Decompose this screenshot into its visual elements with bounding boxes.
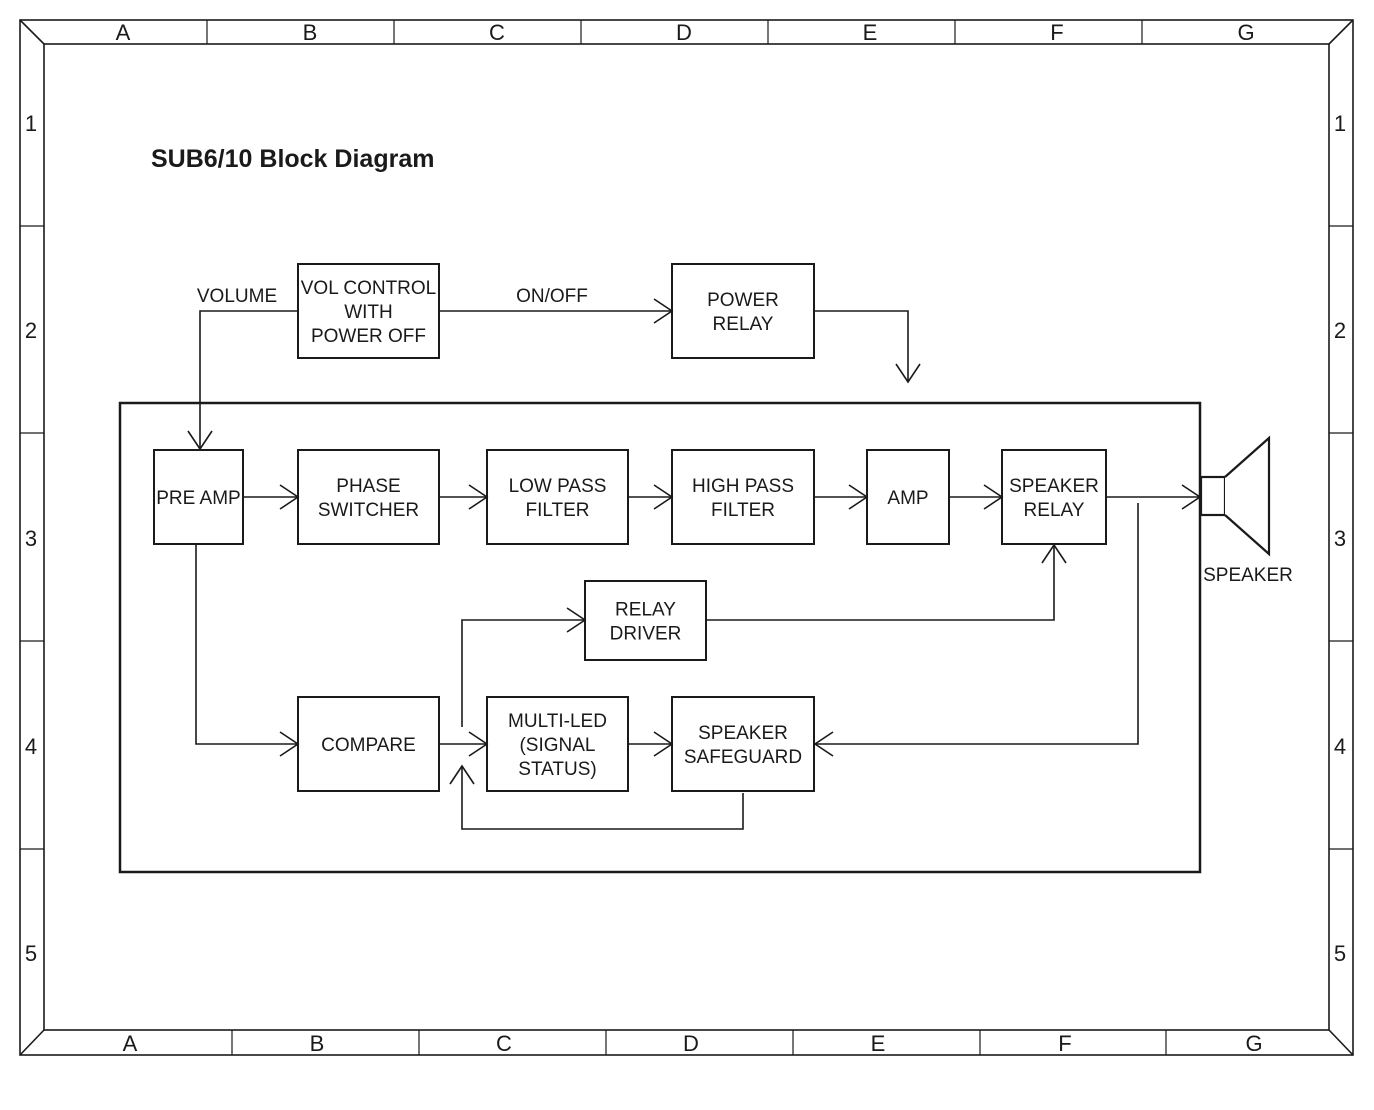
- block-label-line: SPEAKER: [1009, 476, 1099, 497]
- vol-control-block: VOL CONTROL WITH POWER OFF: [298, 264, 439, 358]
- block-label-line: RELAY: [713, 314, 774, 335]
- grid-column-label-top: F: [1050, 20, 1063, 45]
- block-outline: [672, 264, 814, 358]
- block-label-line: POWER OFF: [311, 326, 426, 347]
- speaker-relay-block: SPEAKER RELAY: [1002, 450, 1106, 544]
- block-outline: [672, 697, 814, 791]
- grid-row-label-left: 5: [25, 941, 37, 966]
- pre-amp-block: PRE AMP: [154, 450, 243, 544]
- block-outline: [672, 450, 814, 544]
- grid-row-label-left: 4: [25, 734, 37, 759]
- grid-row-label-left: 1: [25, 111, 37, 136]
- block-label-line: MULTI-LED: [508, 711, 607, 732]
- multi-led-block: MULTI-LED (SIGNAL STATUS): [487, 697, 628, 791]
- block-outline: [1002, 450, 1106, 544]
- block-label-line: STATUS): [518, 759, 596, 780]
- block-label-line: PHASE: [336, 476, 400, 497]
- block-label-line: SWITCHER: [318, 500, 419, 521]
- grid-row-label-right: 5: [1334, 941, 1346, 966]
- power-relay-block: POWER RELAY: [672, 264, 814, 358]
- grid-row-label-left: 2: [25, 318, 37, 343]
- block-label-line: LOW PASS: [509, 476, 607, 497]
- grid-column-label-top: B: [303, 20, 318, 45]
- label-on-off: ON/OFF: [516, 286, 588, 307]
- block-label-line: FILTER: [711, 500, 775, 521]
- grid-column-label-top: E: [863, 20, 878, 45]
- grid-column-label-bottom: G: [1245, 1031, 1262, 1056]
- grid-column-label-bottom: C: [496, 1031, 512, 1056]
- diagram-title: SUB6/10 Block Diagram: [151, 145, 434, 173]
- block-label-line: SAFEGUARD: [684, 747, 802, 768]
- grid-column-label-top: D: [676, 20, 692, 45]
- high-pass-filter-block: HIGH PASS FILTER: [672, 450, 814, 544]
- speaker-safeguard-block: SPEAKER SAFEGUARD: [672, 697, 814, 791]
- grid-row-label-right: 4: [1334, 734, 1346, 759]
- grid-column-label-bottom: D: [683, 1031, 699, 1056]
- block-label-line: DRIVER: [610, 624, 682, 645]
- block-label-line: RELAY: [1024, 500, 1085, 521]
- grid-row-label-right: 3: [1334, 526, 1346, 551]
- wire-power-relay-to-enclosure: [814, 311, 908, 382]
- grid-column-label-top: C: [489, 20, 505, 45]
- block-label-line: HIGH PASS: [692, 476, 794, 497]
- block-label-line: PRE AMP: [156, 488, 240, 509]
- grid-column-label-bottom: E: [871, 1031, 886, 1056]
- block-label-line: COMPARE: [321, 735, 416, 756]
- compare-block: COMPARE: [298, 697, 439, 791]
- block-label-line: RELAY: [615, 600, 676, 621]
- low-pass-filter-block: LOW PASS FILTER: [487, 450, 628, 544]
- grid-row-label-right: 2: [1334, 318, 1346, 343]
- block-label-line: POWER: [707, 290, 779, 311]
- grid-column-label-bottom: F: [1058, 1031, 1071, 1056]
- block-outline: [585, 581, 706, 660]
- block-outline: [487, 450, 628, 544]
- block-label-line: (SIGNAL: [519, 735, 595, 756]
- relay-driver-block: RELAY DRIVER: [585, 581, 706, 660]
- block-label-line: AMP: [887, 488, 928, 509]
- label-speaker: SPEAKER: [1203, 565, 1293, 586]
- speaker-icon: [1201, 438, 1269, 554]
- grid-row-label-left: 3: [25, 526, 37, 551]
- grid-column-label-top: G: [1237, 20, 1254, 45]
- label-volume: VOLUME: [197, 286, 277, 307]
- block-label-line: VOL CONTROL: [301, 278, 437, 299]
- grid-column-label-bottom: A: [123, 1031, 138, 1056]
- grid-column-label-bottom: B: [310, 1031, 325, 1056]
- block-label-line: WITH: [344, 302, 393, 323]
- block-label-line: FILTER: [525, 500, 589, 521]
- grid-column-label-top: A: [116, 20, 131, 45]
- block-outline: [298, 450, 439, 544]
- phase-switcher-block: PHASE SWITCHER: [298, 450, 439, 544]
- block-label-line: SPEAKER: [698, 723, 788, 744]
- amp-block: AMP: [867, 450, 949, 544]
- grid-row-label-right: 1: [1334, 111, 1346, 136]
